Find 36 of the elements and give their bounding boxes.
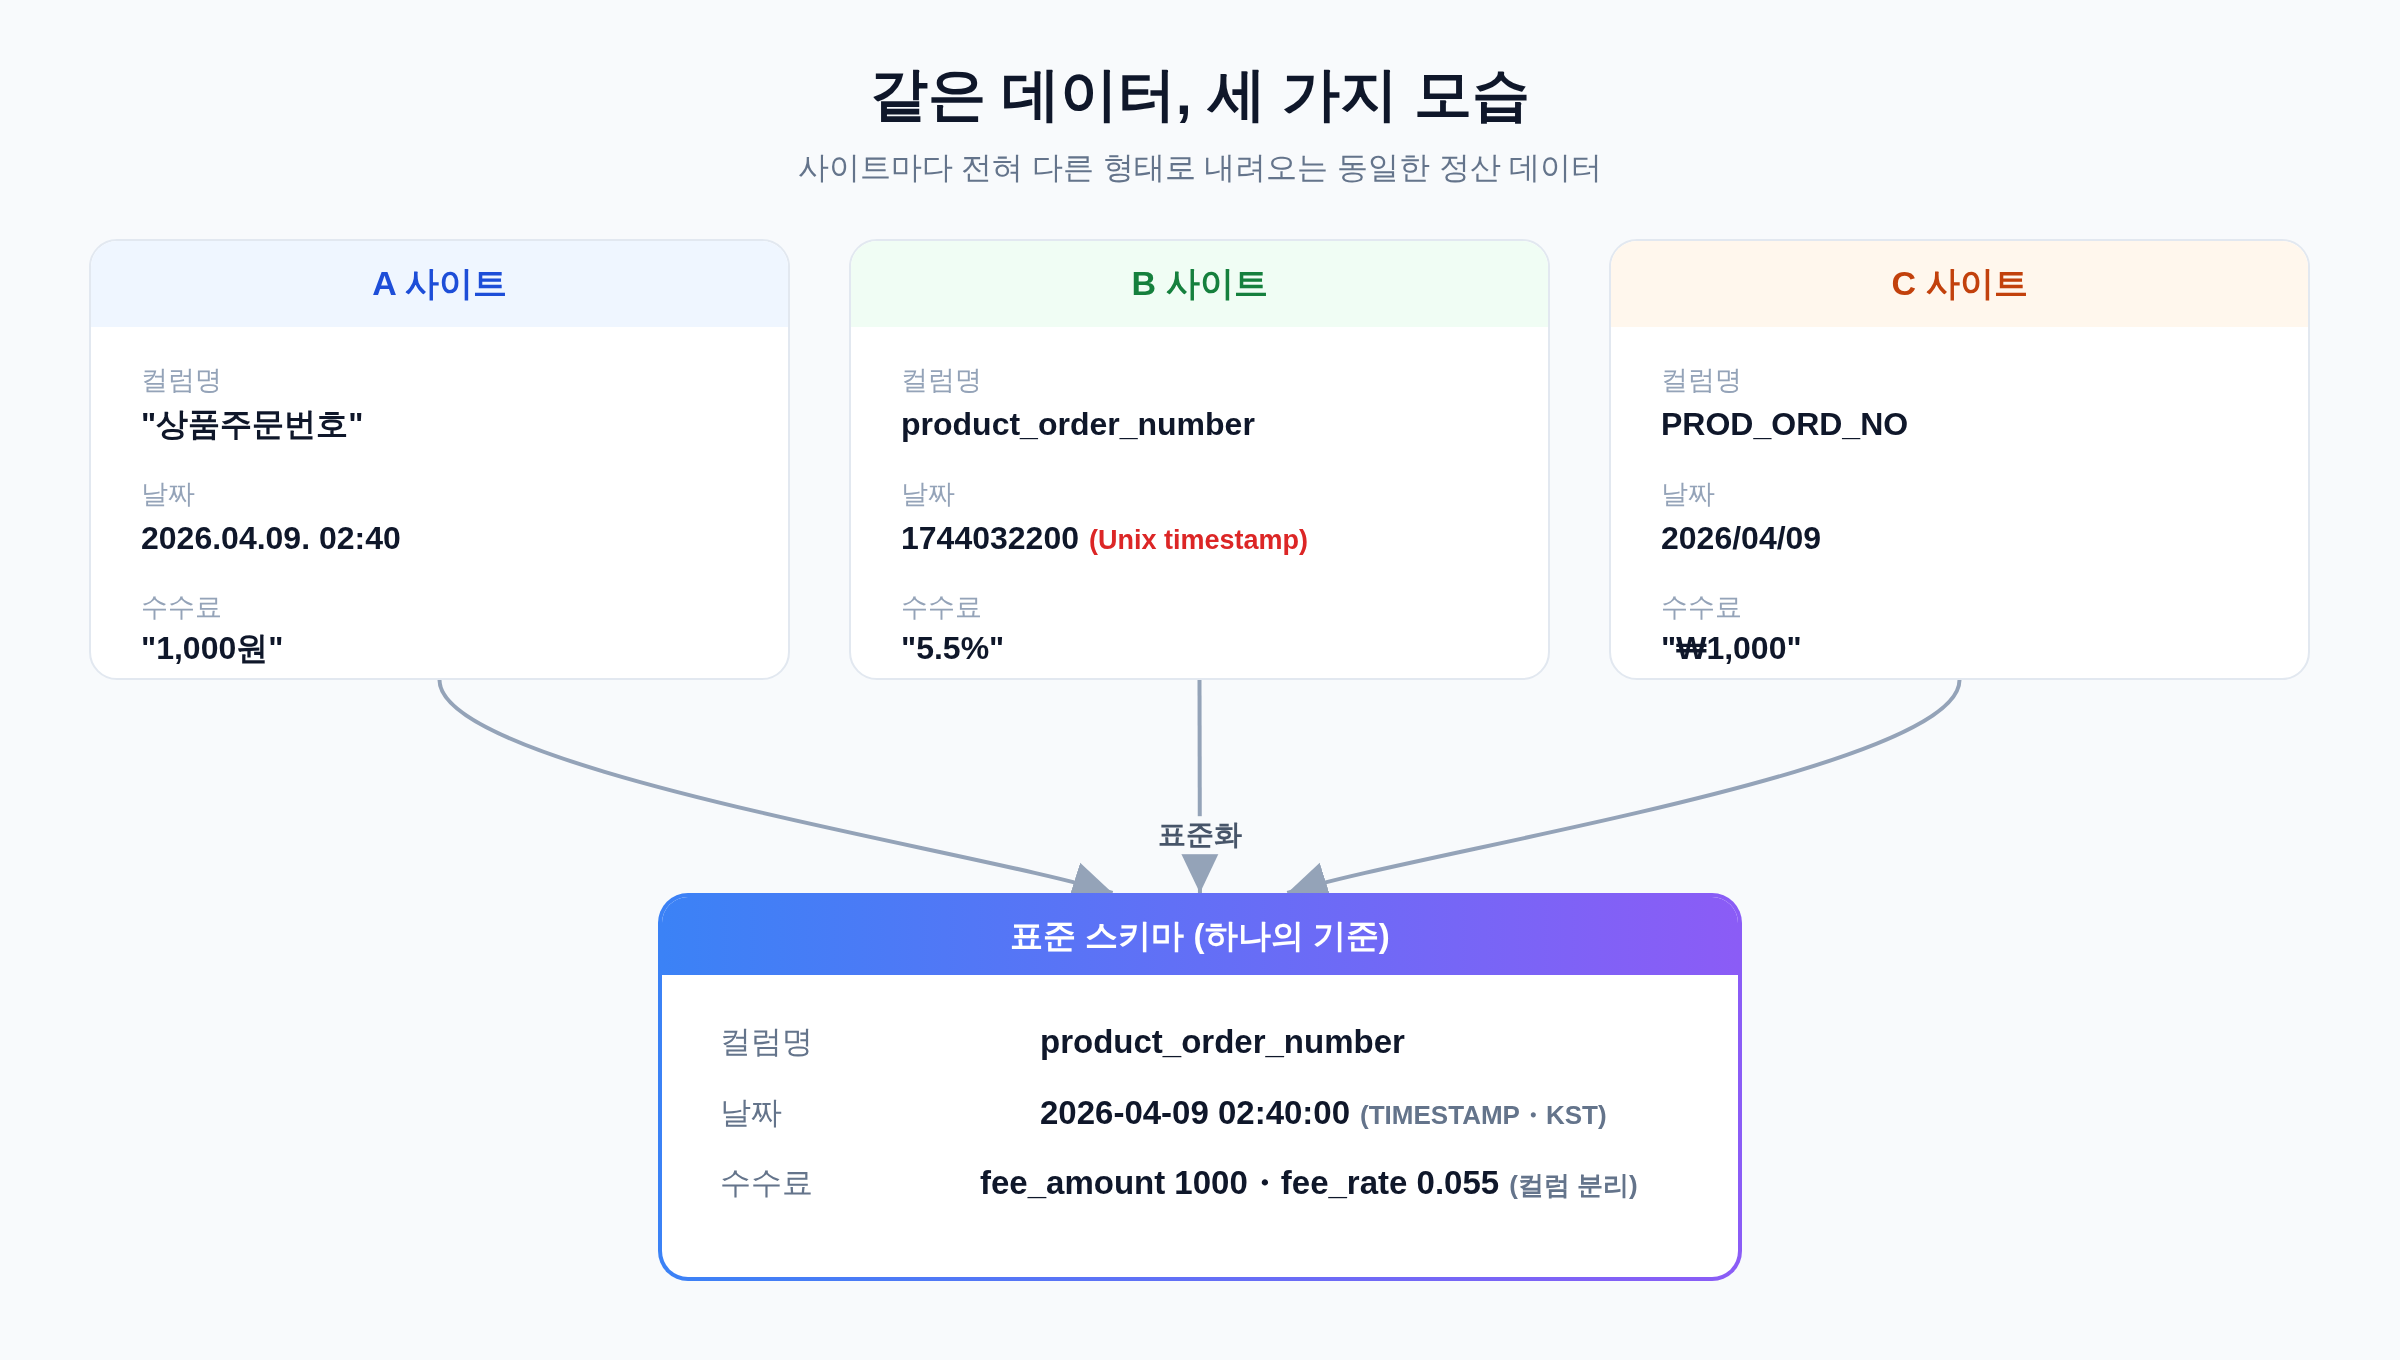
field-label: 수수료 [141, 590, 222, 624]
field-label: 날짜 [720, 1094, 782, 1132]
schema-header: 표준 스키마 (하나의 기준) [662, 897, 1738, 975]
subtitle: 사이트마다 전혀 다른 형태로 내려오는 동일한 정산 데이터 [797, 149, 1603, 187]
field-label: 수수료 [901, 590, 982, 624]
field-label: 수수료 [720, 1164, 813, 1202]
format-note: (Unix timestamp) [1088, 523, 1308, 557]
site-card [1609, 239, 2310, 680]
field-value: PROD_ORD_NO [1661, 404, 1909, 444]
field-label: 컬럼명 [901, 363, 982, 397]
card-header: C 사이트 [1611, 241, 2308, 327]
field-value: "₩1,000" [1661, 628, 1802, 668]
field-value: "5.5%" [901, 628, 1005, 668]
card-header: A 사이트 [91, 241, 788, 327]
field-label: 수수료 [1661, 590, 1742, 624]
card-header: B 사이트 [851, 241, 1548, 327]
field-label: 컬럼명 [1661, 363, 1742, 397]
site-card [849, 239, 1550, 680]
field-value: fee_amount 1000・fee_rate 0.055 [980, 1163, 1500, 1203]
field-value: "1,000원" [141, 628, 284, 668]
field-label: 컬럼명 [141, 363, 222, 397]
format-note: (TIMESTAMP・KST) [1360, 1100, 1607, 1132]
field-label: 컬럼명 [720, 1023, 813, 1061]
field-value: 2026.04.09. 02:40 [141, 518, 401, 558]
site-card [89, 239, 790, 680]
field-value: "상품주문번호" [141, 404, 364, 444]
field-value: product_order_number [901, 404, 1255, 444]
title: 같은 데이터, 세 가지 모습 [869, 60, 1531, 129]
field-value: 2026-04-09 02:40:00 [1040, 1093, 1351, 1133]
format-note: (컬럼 분리) [1509, 1170, 1638, 1202]
field-value: 2026/04/09 [1661, 518, 1822, 558]
field-label: 날짜 [901, 477, 955, 511]
field-label: 날짜 [1661, 477, 1715, 511]
field-value: 1744032200 [901, 518, 1079, 558]
field-label: 날짜 [141, 477, 195, 511]
field-value: product_order_number [1040, 1022, 1405, 1062]
